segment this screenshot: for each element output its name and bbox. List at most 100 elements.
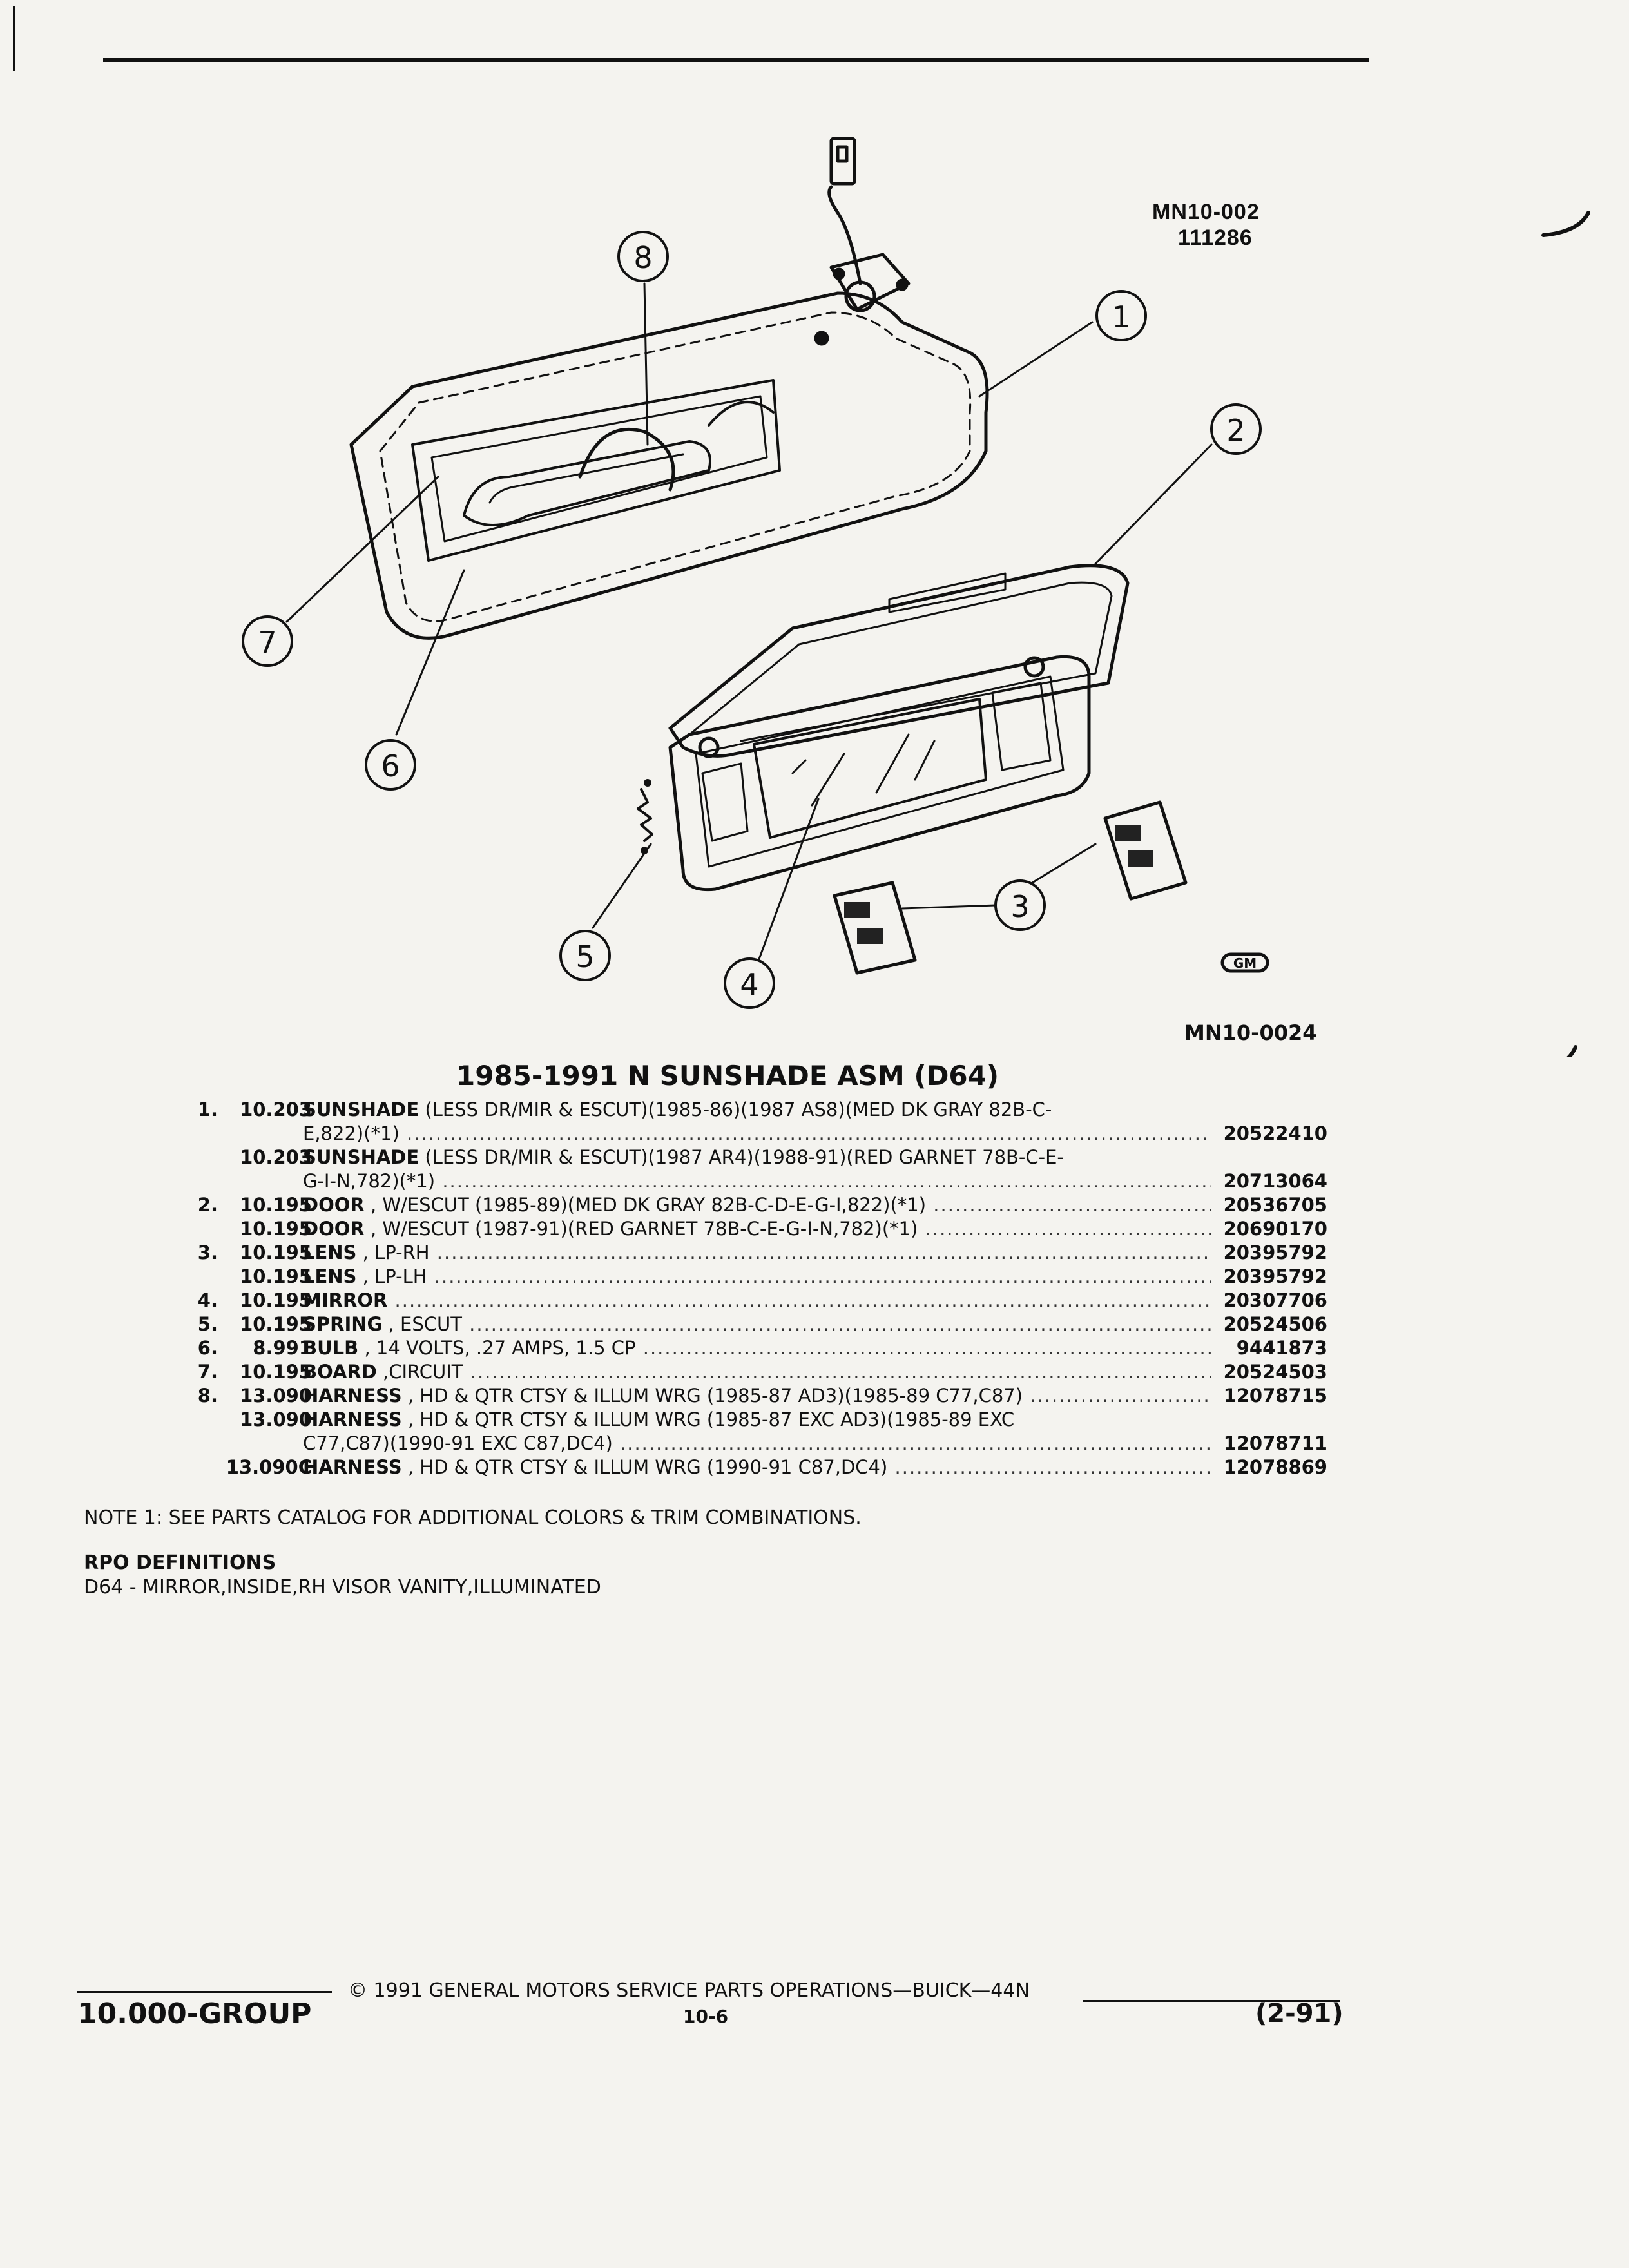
dot-leader: ........................................… [399, 1122, 1211, 1144]
part-number: 20395792 [1223, 1265, 1327, 1287]
catalog-group: 10.195 [240, 1218, 312, 1240]
part-detail: (LESS DR/MIR & ESCUT)(1985-86)(1987 AS8)… [419, 1099, 1052, 1120]
part-detail: (LESS DR/MIR & ESCUT)(1987 AR4)(1988-91)… [419, 1146, 1064, 1168]
dot-leader: ........................................… [436, 1242, 1211, 1264]
part-name: SUNSHADE [303, 1146, 419, 1168]
part-name: MIRROR [303, 1289, 388, 1311]
footer-rule-left [77, 1991, 332, 1993]
part-description: C77,C87)(1990-91 EXC C87,DC4) ..........… [303, 1432, 1211, 1456]
part-detail: , W/ESCUT (1987-91)(RED GARNET 78B-C-E-G… [364, 1218, 918, 1240]
item-number: 1. [197, 1099, 218, 1120]
part-detail: , LP-RH [356, 1242, 430, 1264]
dot-leader: ........................................… [620, 1432, 1211, 1454]
part-description: MIRROR .................................… [303, 1289, 1211, 1312]
dot-leader: ........................................… [469, 1313, 1211, 1335]
callout-8: 8 [633, 240, 652, 275]
item-number: 2. [197, 1194, 218, 1216]
callout-circle-6 [365, 739, 416, 791]
part-number: 20536705 [1223, 1194, 1327, 1216]
part-name: DOOR [303, 1218, 365, 1240]
part-detail: , HD & QTR CTSY & ILLUM WRG (1985-87 EXC… [401, 1408, 1015, 1430]
escut-spring [637, 788, 653, 842]
footer-group: 10.000-GROUP [77, 1997, 312, 2030]
illustration-code: MN10-0024 [1184, 1021, 1317, 1045]
part-name: HARNESS [303, 1456, 402, 1478]
item-number: 5. [197, 1313, 218, 1335]
part-description: SUNSHADE (LESS DR/MIR & ESCUT)(1985-86)(… [303, 1098, 1211, 1122]
left-edge-mark [13, 6, 15, 71]
part-name: BOARD [303, 1361, 377, 1383]
table-row: C77,C87)(1990-91 EXC C87,DC4) ..........… [97, 1432, 1360, 1456]
part-detail: , LP-LH [356, 1265, 427, 1287]
dot-leader: ........................................… [933, 1194, 1211, 1216]
dot-leader: ........................................… [894, 1456, 1211, 1478]
part-number: 20524506 [1223, 1313, 1327, 1335]
part-description: LENS , LP-LH ...........................… [303, 1265, 1211, 1289]
callout-circle-5 [559, 930, 611, 981]
callout-circle-2 [1210, 403, 1262, 455]
part-description: BULB , 14 VOLTS, .27 AMPS, 1.5 CP ......… [303, 1336, 1211, 1360]
part-description: SUNSHADE (LESS DR/MIR & ESCUT)(1987 AR4)… [303, 1146, 1211, 1169]
catalog-group: 10.195 [240, 1242, 312, 1264]
part-description: HARNESS , HD & QTR CTSY & ILLUM WRG (198… [303, 1384, 1211, 1408]
part-name: HARNESS [303, 1408, 402, 1430]
catalog-group: 10.195 [240, 1265, 312, 1287]
part-name: SPRING [303, 1313, 383, 1335]
part-description: LENS , LP-RH ...........................… [303, 1241, 1211, 1265]
vanity-door [668, 564, 1130, 892]
part-number: 12078869 [1223, 1456, 1327, 1478]
catalog-group: 13.090 [240, 1385, 312, 1407]
dot-leader: ........................................… [387, 1289, 1212, 1311]
part-description: HARNESS , HD & QTR CTSY & ILLUM WRG (199… [303, 1456, 1211, 1479]
part-detail: , ESCUT [382, 1313, 462, 1335]
dot-leader: ........................................… [925, 1218, 1211, 1240]
dot-leader: ........................................… [642, 1337, 1211, 1359]
part-detail: , HD & QTR CTSY & ILLUM WRG (1985-87 AD3… [401, 1385, 1023, 1407]
catalog-group: 10.195 [240, 1313, 312, 1335]
gm-logo: GM [1220, 952, 1269, 973]
callout-5: 5 [575, 939, 594, 974]
catalog-group: 8.991 [253, 1337, 312, 1359]
rpo-heading: RPO DEFINITIONS [84, 1552, 276, 1574]
part-description: E,822)(*1) .............................… [303, 1122, 1211, 1146]
part-detail: G-I-N,782)(*1) [303, 1170, 436, 1192]
part-description: BOARD ,CIRCUIT .........................… [303, 1360, 1211, 1384]
table-row: E,822)(*1) .............................… [97, 1122, 1360, 1146]
footer-rule-right [1083, 2000, 1340, 2002]
footer-copyright: © 1991 GENERAL MOTORS SERVICE PARTS OPER… [348, 1979, 1030, 2002]
part-detail: , 14 VOLTS, .27 AMPS, 1.5 CP [358, 1337, 636, 1359]
drawing-number: 111286 [1178, 226, 1253, 250]
part-number: 20522410 [1223, 1122, 1327, 1144]
callout-4: 4 [740, 967, 758, 1002]
top-rule [103, 58, 1369, 62]
part-description: HARNESS , HD & QTR CTSY & ILLUM WRG (198… [303, 1408, 1211, 1432]
footer-date: (2-91) [1255, 1999, 1344, 2028]
callout-circle-7 [242, 615, 293, 667]
part-detail: E,822)(*1) [303, 1122, 400, 1144]
catalog-group: 10.195 [240, 1194, 312, 1216]
callout-2: 2 [1226, 413, 1245, 448]
callout-circle-1 [1095, 290, 1147, 341]
catalog-group: 13.090 [240, 1408, 312, 1430]
callout-circle-8 [617, 231, 669, 282]
part-number: 20524503 [1223, 1361, 1327, 1383]
item-number: 6. [197, 1337, 218, 1359]
table-row: G-I-N,782)(*1) .........................… [97, 1169, 1360, 1193]
part-number: 20690170 [1223, 1218, 1327, 1240]
part-name: LENS [303, 1265, 357, 1287]
part-number: 20307706 [1223, 1289, 1327, 1311]
part-name: SUNSHADE [303, 1099, 419, 1120]
part-description: G-I-N,782)(*1) .........................… [303, 1169, 1211, 1193]
part-description: DOOR , W/ESCUT (1987-91)(RED GARNET 78B-… [303, 1217, 1211, 1241]
